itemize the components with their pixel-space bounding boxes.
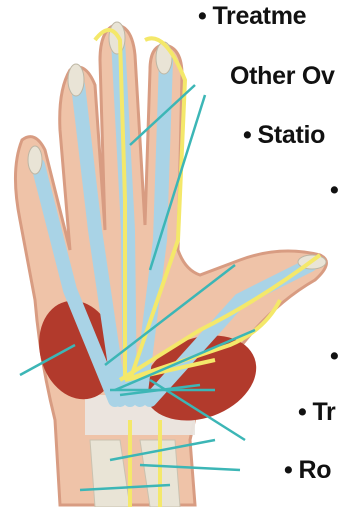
bullet: • bbox=[330, 176, 338, 205]
bullet: • bbox=[330, 342, 338, 371]
label-text: Tr bbox=[312, 398, 335, 426]
bullet: • bbox=[284, 456, 292, 485]
bullet: • bbox=[243, 121, 251, 150]
bullet: • bbox=[198, 2, 206, 31]
label-bullet-only-1: • bbox=[330, 176, 344, 205]
label-text: Ro bbox=[298, 456, 331, 484]
label-text: Treatme bbox=[212, 2, 306, 30]
bullet: • bbox=[298, 398, 306, 427]
label-bullet-only-2: • bbox=[330, 342, 344, 371]
label-treatme: •Treatme bbox=[198, 2, 306, 31]
label-statio: •Statio bbox=[243, 121, 325, 150]
label-tr: •Tr bbox=[298, 398, 335, 427]
label-other-ov: Other Ov bbox=[230, 62, 335, 91]
label-ro: •Ro bbox=[284, 456, 331, 485]
label-text: Statio bbox=[257, 121, 325, 149]
label-text: Other Ov bbox=[230, 62, 335, 90]
